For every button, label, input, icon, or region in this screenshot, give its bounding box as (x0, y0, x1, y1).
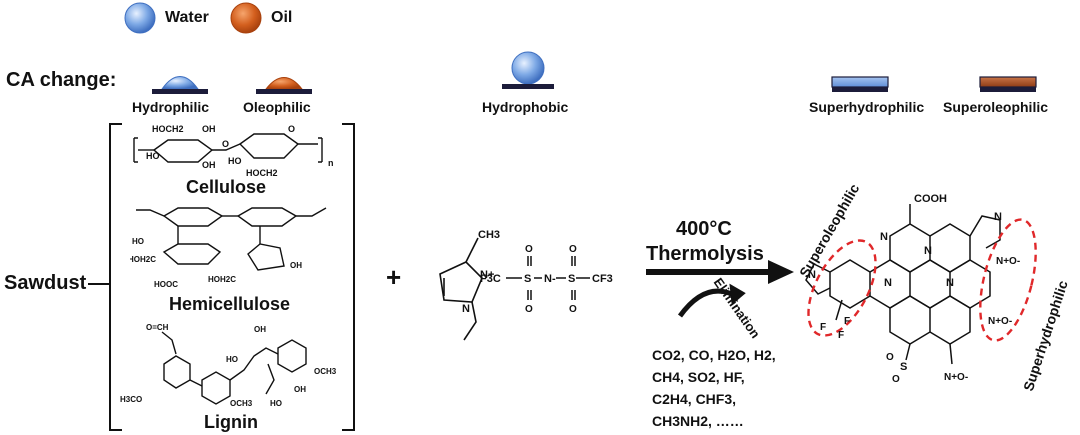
lignin-structure: O=CH HO OH OCH3 H3CO OCH3 OH HO (120, 323, 337, 408)
tfsi-anion-structure: F3C S N- S CF3 O O O O (480, 244, 613, 315)
svg-text:H3CO: H3CO (120, 395, 142, 404)
reaction-temperature: 400°C (676, 218, 732, 240)
imidazolium-cation-structure: CH3 N+ N (439, 229, 500, 341)
svg-text:N: N (994, 211, 1002, 223)
svg-text:F3C: F3C (480, 273, 501, 285)
plus-sign: + (386, 262, 402, 292)
superhydrophilic-label: Superhydrophilic (809, 99, 925, 115)
reaction-process: Thermolysis (646, 243, 764, 265)
svg-text:HOCH2: HOCH2 (246, 168, 278, 178)
reaction-arrow (646, 260, 794, 318)
svg-text:N: N (884, 277, 892, 289)
hydrophilic-label: Hydrophilic (132, 99, 210, 115)
byproduct-line-1: CO2, CO, H2O, H2, (652, 347, 776, 363)
ca-change-title: CA change: (6, 69, 117, 91)
svg-text:HOH2C: HOH2C (208, 275, 236, 284)
svg-text:OH: OH (202, 160, 216, 170)
svg-text:N: N (462, 303, 470, 315)
svg-text:HO: HO (270, 399, 282, 408)
svg-text:O: O (886, 352, 894, 363)
svg-text:F: F (820, 322, 826, 333)
svg-text:O: O (569, 244, 577, 255)
svg-text:S: S (900, 361, 907, 373)
svg-text:O: O (525, 244, 533, 255)
svg-text:OH: OH (254, 325, 266, 334)
svg-text:N+: N+ (480, 269, 494, 281)
svg-text:O: O (288, 124, 295, 134)
svg-text:O: O (525, 304, 533, 315)
svg-text:n: n (328, 158, 334, 168)
svg-text:HOOC: HOOC (154, 280, 178, 289)
svg-text:O: O (892, 374, 900, 385)
svg-text:HO: HO (132, 237, 144, 246)
svg-text:N+O-: N+O- (988, 316, 1012, 327)
svg-text:OCH3: OCH3 (314, 367, 337, 376)
svg-text:N+O-: N+O- (996, 256, 1020, 267)
superoleophilic-film-icon (979, 76, 1037, 92)
oleophilic-contact-angle-icon (256, 77, 312, 94)
svg-text:HOCH2: HOCH2 (152, 124, 184, 134)
water-legend-label: Water (165, 9, 209, 26)
svg-text:HOH2C: HOH2C (130, 255, 156, 264)
svg-text:S: S (568, 273, 575, 285)
byproduct-line-2: CH4, SO2, HF, (652, 369, 745, 385)
svg-text:F: F (838, 330, 844, 341)
superhydrophilic-film-icon (831, 76, 889, 92)
superoleophilic-label: Superoleophilic (943, 99, 1049, 115)
svg-text:O: O (569, 304, 577, 315)
hydrophobic-contact-angle-icon (502, 51, 554, 89)
svg-text:OH: OH (294, 385, 306, 394)
svg-text:OCH3: OCH3 (230, 399, 253, 408)
svg-text:OH: OH (290, 261, 302, 270)
oil-droplet-icon (230, 2, 262, 34)
svg-text:CH3: CH3 (478, 229, 500, 241)
svg-text:N-: N- (544, 273, 556, 285)
oleophilic-label: Oleophilic (243, 99, 311, 115)
svg-text:O=CH: O=CH (146, 323, 169, 332)
hemicellulose-structure: HO HOOC HOH2C HOH2C OH (130, 207, 327, 289)
hydrophobic-label: Hydrophobic (482, 99, 569, 115)
cellulose-structure: HOCH2 OH HO OH O HO HOCH2 O n (133, 124, 334, 178)
svg-text:HO: HO (228, 156, 242, 166)
svg-text:HO: HO (226, 355, 238, 364)
svg-text:COOH: COOH (914, 193, 947, 205)
svg-text:N: N (880, 231, 888, 243)
hemicellulose-label: Hemicellulose (169, 294, 291, 314)
byproduct-line-3: C2H4, CHF3, (652, 391, 737, 407)
svg-text:CF3: CF3 (592, 273, 613, 285)
svg-text:N: N (808, 269, 816, 281)
precursor-bracket (88, 123, 355, 431)
svg-text:N+O-: N+O- (944, 372, 968, 383)
lignin-label: Lignin (204, 412, 258, 432)
svg-text:HO: HO (146, 151, 160, 161)
svg-text:F: F (844, 316, 850, 327)
svg-text:S: S (524, 273, 531, 285)
cellulose-label: Cellulose (186, 177, 267, 197)
svg-text:O: O (222, 139, 229, 149)
oil-legend-label: Oil (271, 9, 293, 26)
doped-carbon-product-structure: COOH N N N N N N N+O- N+O- N+O- F F F S … (805, 193, 1037, 385)
byproduct-line-4: CH3NH2, …… (652, 413, 744, 429)
svg-text:OH: OH (202, 124, 216, 134)
hydrophilic-contact-angle-icon (152, 76, 208, 94)
sawdust-label: Sawdust (4, 272, 87, 294)
water-droplet-icon (124, 2, 156, 34)
svg-text:N: N (946, 277, 954, 289)
svg-text:N: N (924, 245, 932, 257)
